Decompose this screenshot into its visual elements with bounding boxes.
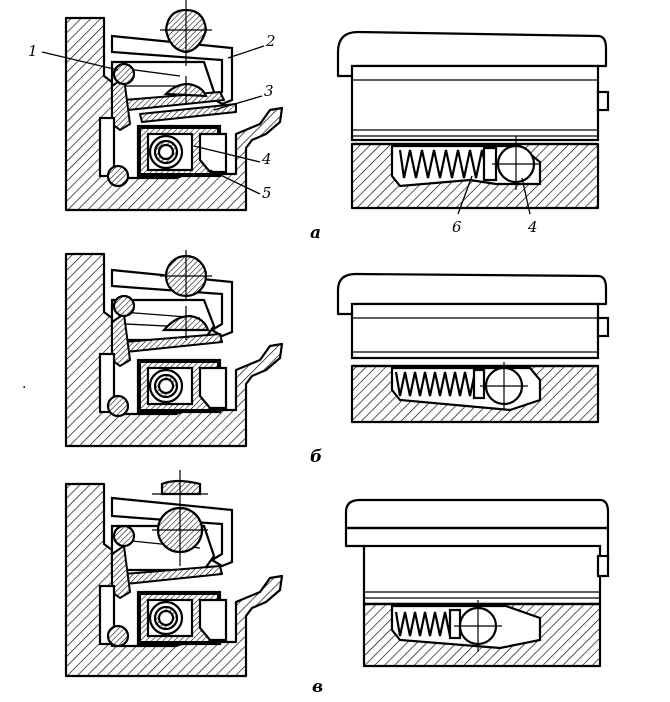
label-4: 4: [261, 150, 272, 168]
ball-lower: [106, 164, 130, 188]
row-v: в: [64, 470, 610, 697]
caption-a: а: [310, 223, 321, 243]
left-section-a: [41, 0, 284, 212]
right-view-v: [344, 498, 610, 668]
label-5: 5: [262, 184, 272, 202]
caption-v: в: [312, 677, 323, 697]
left-section-b: [64, 250, 284, 448]
label-1: 1: [28, 42, 38, 60]
row-b: . б: [22, 250, 610, 467]
left-section-v: [64, 470, 284, 678]
row-a: 1 2 3 4 5 6 4 а: [28, 0, 610, 243]
label-2: 2: [265, 32, 276, 50]
ball-1: [112, 62, 136, 86]
caption-b: б: [310, 447, 322, 467]
label-3: 3: [264, 82, 274, 100]
stray-dot: .: [22, 376, 26, 392]
right-view-a: [336, 30, 610, 215]
right-view-b: [336, 272, 610, 424]
label-6: 6: [452, 218, 462, 236]
label-4-right: 4: [527, 218, 538, 236]
